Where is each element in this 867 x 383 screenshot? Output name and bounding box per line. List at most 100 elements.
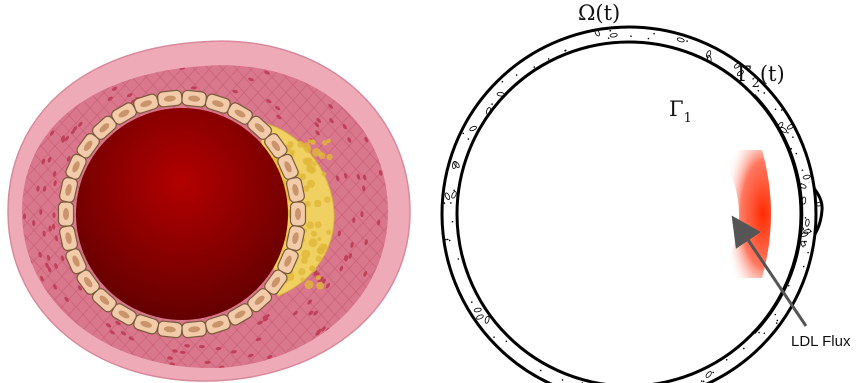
matrix-dot: [548, 58, 550, 60]
matrix-ellipse: [810, 147, 818, 154]
matrix-dot: [653, 33, 655, 35]
matrix-dot: [781, 109, 783, 111]
plaque-dot: [326, 154, 332, 160]
plaque-dot: [318, 152, 323, 157]
endothelial-cell: [58, 202, 73, 226]
plaque-dot: [327, 139, 331, 143]
plaque-dot: [300, 277, 304, 281]
matrix-dot: [493, 336, 495, 338]
matrix-dot: [703, 381, 705, 383]
matrix-dot: [777, 320, 779, 322]
matrix-dot: [471, 301, 473, 303]
matrix-dot: [796, 153, 798, 155]
matrix-dot: [758, 332, 760, 334]
matrix-dot: [562, 379, 564, 381]
matrix-dot: [743, 348, 745, 350]
plaque-dot: [312, 161, 317, 166]
matrix-dot: [817, 174, 819, 176]
matrix-dot: [726, 359, 728, 361]
plaque-dot: [306, 221, 314, 229]
matrix-dot: [609, 30, 611, 32]
matrix-dot: [686, 40, 688, 42]
matrix-dot: [450, 202, 452, 204]
matrix-dot: [506, 341, 508, 343]
endothelial-cell: [157, 90, 182, 107]
plaque-dot: [314, 200, 322, 208]
matrix-dot: [449, 240, 451, 242]
matrix-dot: [462, 133, 464, 135]
matrix-dot: [764, 332, 766, 334]
plaque-dot: [315, 221, 322, 228]
matrix-dot: [447, 239, 449, 241]
endothelial-cell: [181, 90, 206, 107]
plaque-dot: [311, 231, 317, 237]
ldl-flux-label: LDL Flux: [791, 333, 851, 350]
cell-nucleus: [63, 208, 69, 220]
plaque-dot: [321, 171, 326, 176]
matrix-dot: [788, 285, 790, 287]
plaque-dot: [301, 250, 310, 259]
media-fiber: [826, 40, 867, 383]
plaque-dot: [304, 280, 313, 289]
plaque-dot: [303, 142, 311, 150]
matrix-dot: [808, 229, 810, 231]
matrix-dot: [540, 370, 542, 372]
matrix-dot: [712, 372, 714, 374]
matrix-dot: [787, 132, 789, 134]
matrix-ellipse: [805, 281, 813, 289]
matrix-dot: [815, 228, 817, 230]
matrix-dot: [516, 74, 518, 76]
matrix-dot: [453, 189, 455, 191]
plaque-dot: [317, 237, 321, 241]
plaque-dot: [301, 257, 308, 264]
plaque-dot: [316, 275, 321, 280]
plaque-dot: [324, 196, 331, 203]
matrix-dot: [608, 37, 610, 39]
gamma1-sub: 1: [684, 111, 692, 126]
matrix-dot: [457, 258, 459, 260]
gamma2-base: Γ: [737, 62, 752, 86]
matrix-dot: [776, 322, 778, 324]
cell-nucleus: [295, 208, 301, 220]
matrix-dot: [763, 92, 765, 94]
matrix-dot: [533, 66, 535, 68]
plaque-dot: [326, 230, 331, 235]
media-fiber: [826, 40, 867, 383]
matrix-ellipse: [811, 283, 815, 291]
plaque-dot: [319, 244, 327, 252]
endothelial-cell: [157, 321, 182, 338]
gamma2-sub: 2: [752, 76, 760, 91]
matrix-dot: [564, 50, 566, 52]
plaque-dot: [306, 165, 314, 173]
matrix-dot: [791, 148, 793, 150]
matrix-dot: [444, 202, 446, 204]
plaque-dot: [298, 268, 305, 275]
matrix-dot: [813, 259, 815, 261]
plaque-dot: [310, 266, 316, 272]
omega-label: Ω(t): [578, 1, 620, 25]
matrix-dot: [452, 221, 454, 223]
lumen: [76, 108, 288, 320]
matrix-dot: [491, 103, 493, 105]
media-nucleus: [86, 354, 93, 360]
plaque-dot: [311, 140, 316, 145]
plaque-dot: [316, 282, 324, 290]
matrix-dot: [648, 38, 650, 40]
matrix-dot: [445, 239, 447, 241]
endothelial-cell: [181, 321, 206, 338]
matrix-dot: [803, 266, 805, 268]
matrix-dot: [774, 314, 776, 316]
matrix-dot: [775, 108, 777, 110]
media-nucleus: [360, 211, 363, 217]
matrix-dot: [502, 81, 504, 83]
gamma1-base: Γ: [669, 97, 684, 121]
matrix-dot: [701, 380, 703, 382]
plaque-dot: [304, 157, 313, 166]
matrix-dot: [792, 136, 794, 138]
matrix-dot: [802, 169, 804, 171]
matrix-dot: [807, 252, 809, 254]
matrix-dot: [630, 35, 632, 37]
endothelial-cell: [291, 202, 306, 226]
plaque-dot: [316, 256, 322, 262]
